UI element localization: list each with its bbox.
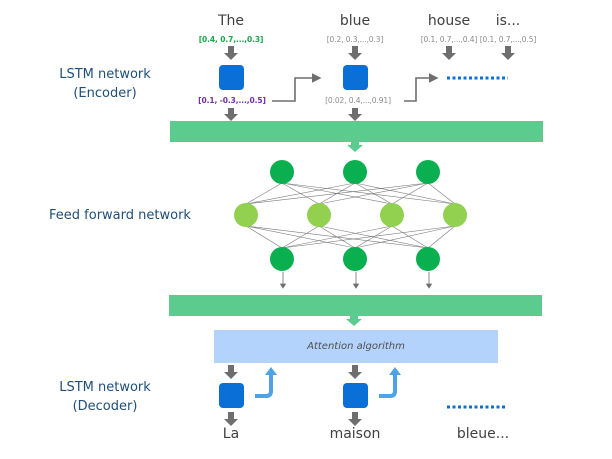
encoder-output-bar	[170, 121, 543, 142]
feedback-arrow-icon	[379, 367, 401, 398]
output-word-bleue: bleue...	[456, 426, 510, 442]
input-vector-is: [0.1, 0.7,...,0.5]	[479, 35, 537, 44]
decoder-lstm-cell-1	[219, 383, 244, 408]
ffn-edge	[281, 225, 456, 249]
output-word-la: La	[222, 426, 240, 442]
down-arrow-icon	[348, 365, 362, 379]
attention-box: Attention algorithm	[214, 330, 498, 363]
encoder-input-arrows	[224, 46, 515, 121]
hidden-state-1: [0.1, -0.3,...,0.5]	[198, 96, 266, 105]
ffn-edge	[318, 182, 429, 205]
ffn-edge	[391, 182, 429, 205]
ffn-node-layer-3	[270, 247, 294, 271]
down-arrow-icon	[348, 46, 362, 60]
ffn-node-layer-2	[234, 203, 258, 227]
decoder-label-line1: LSTM network	[59, 380, 151, 395]
ffn-output-bar	[169, 295, 542, 316]
ffn-edge	[427, 182, 456, 205]
input-vector-the: [0.4, 0.7,...,0.3]	[198, 35, 264, 44]
input-word-the: The	[217, 13, 245, 29]
down-arrow-icon	[442, 46, 456, 60]
down-arrow-icon	[224, 46, 238, 60]
ffn-edge	[354, 225, 456, 249]
ffn-node-layer-2	[307, 203, 331, 227]
ffn-edge	[245, 225, 283, 249]
input-word-is: is...	[495, 13, 521, 29]
green-down-arrow-icon	[346, 316, 362, 326]
ffn-node-layer-1	[343, 160, 367, 184]
ffn-node-layer-3	[416, 247, 440, 271]
output-word-maison: maison	[329, 426, 381, 442]
attention-label: Attention algorithm	[307, 341, 405, 352]
green-down-arrow-icon	[347, 142, 363, 152]
ffn-edge	[281, 225, 393, 249]
ffn-edge	[427, 225, 456, 249]
ffn-output-arrows	[279, 272, 433, 289]
input-vector-blue: [0.2, 0.3,...,0.3]	[326, 35, 384, 44]
encoder-lstm-cell-1	[219, 65, 244, 90]
ffn-edge	[281, 182, 456, 205]
ffn-node-layer-2	[380, 203, 404, 227]
ffn-edge	[245, 182, 356, 205]
down-arrow-icon	[501, 46, 515, 60]
input-word-blue: blue	[339, 13, 371, 29]
ffn-node-layer-3	[343, 247, 367, 271]
down-arrow-icon	[224, 365, 238, 379]
ffn-edge	[281, 225, 320, 249]
feedback-arrow-icon	[255, 367, 277, 398]
ffn-node-layer-2	[443, 203, 467, 227]
encoder-label-line2: (Encoder)	[73, 86, 137, 101]
input-vector-house: [0.1, 0.7,...,0.4]	[420, 35, 478, 44]
ffn-connections	[245, 182, 456, 249]
hidden-state-connector-1	[272, 73, 322, 102]
ffn-nodes	[234, 160, 467, 271]
encoder-lstm-cell-2	[343, 65, 368, 90]
down-arrow-icon	[348, 108, 362, 121]
ffn-edge	[354, 225, 393, 249]
down-arrow-icon	[224, 108, 238, 121]
ffn-node-layer-1	[270, 160, 294, 184]
decoder-label: LSTM network (Decoder)	[40, 378, 170, 416]
down-arrow-icon	[224, 412, 238, 426]
ffn-edge	[354, 182, 456, 205]
down-arrow-icon	[348, 412, 362, 426]
input-word-house: house	[427, 13, 471, 29]
decoder-label-line2: (Decoder)	[72, 399, 138, 414]
ffn-label: Feed forward network	[49, 208, 191, 223]
ffn-node-layer-1	[416, 160, 440, 184]
decoder-arrows	[224, 365, 362, 426]
ffn-edge	[245, 182, 429, 205]
hidden-state-2: [0.02, 0.4,...,0.91]	[325, 96, 391, 105]
hidden-state-connector-2	[404, 73, 439, 102]
ffn-edge	[245, 182, 283, 205]
encoder-label: LSTM network (Encoder)	[40, 65, 170, 103]
encoder-label-line1: LSTM network	[59, 67, 151, 82]
decoder-lstm-cell-2	[343, 383, 368, 408]
ffn-edge	[391, 225, 429, 249]
